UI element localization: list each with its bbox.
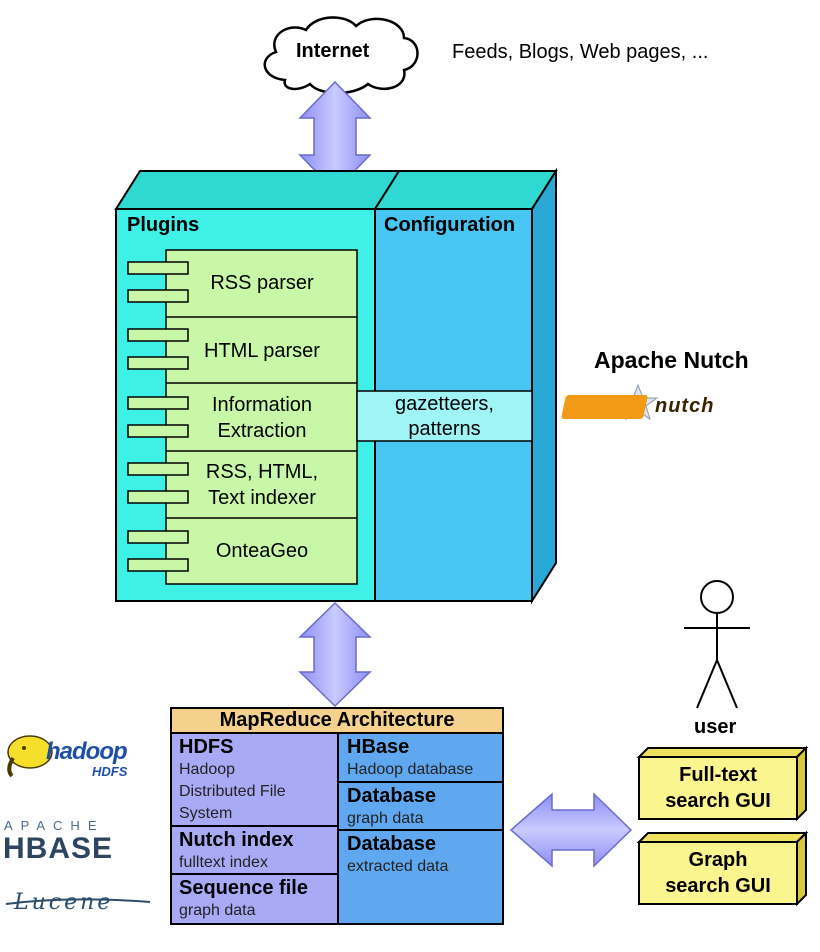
fulltext-search-gui[interactable]: Full-text search GUI xyxy=(665,764,771,812)
config-item-label: gazetteers, patterns xyxy=(395,393,494,440)
configuration-header: Configuration xyxy=(384,214,516,236)
plugins-header: Plugins xyxy=(127,214,200,236)
mr-cell-database-graph: Database graph data xyxy=(347,785,436,827)
user-label: user xyxy=(694,716,737,738)
plugin-rss-parser: RSS parser xyxy=(210,272,314,294)
plugin-information-extraction: Information Extraction xyxy=(211,394,313,442)
graph-search-gui[interactable]: Graph search GUI xyxy=(665,849,771,897)
nutch-logo-text: nutch xyxy=(655,395,715,417)
mr-cell-nutch-index: Nutch index fulltext index xyxy=(179,829,294,871)
mr-cell-hbase: HBase Hadoop database xyxy=(347,736,474,778)
mapreduce-gui-arrow xyxy=(509,792,633,868)
hadoop-logo-sub: HDFS xyxy=(92,764,128,779)
hbase-logo-main: HBASE xyxy=(3,832,114,865)
gui-boxes xyxy=(636,745,809,907)
mr-cell-sequence-file: Sequence file graph data xyxy=(179,877,308,919)
hadoop-elephant-icon xyxy=(7,735,53,778)
hadoop-logo-text: hadoop xyxy=(46,738,128,765)
config-item-box xyxy=(356,390,533,442)
mr-cell-database-extracted: Database extracted data xyxy=(347,833,449,875)
plugin-stack xyxy=(127,249,358,585)
lucene-logo-text: Lucene xyxy=(14,890,114,915)
mapreduce-title: MapReduce Architecture xyxy=(219,709,455,731)
hbase-logo-top: APACHE xyxy=(4,818,105,833)
plugin-onteageo: OnteaGeo xyxy=(215,540,309,562)
internet-label: Internet xyxy=(296,40,370,62)
nutch-mapreduce-arrow xyxy=(298,601,372,708)
plugin-html-parser: HTML parser xyxy=(204,340,320,362)
apache-nutch-title: Apache Nutch xyxy=(594,347,749,373)
mr-cell-hdfs: HDFS Hadoop Distributed File System xyxy=(179,736,286,822)
mapreduce-box xyxy=(170,707,504,925)
lucene-swoosh-icon xyxy=(5,898,151,905)
sources-label: Feeds, Blogs, Web pages, ... xyxy=(452,41,709,63)
nutch-logo-bar xyxy=(561,395,648,419)
user-figure xyxy=(684,580,750,709)
plugin-indexer: RSS, HTML, Text indexer xyxy=(205,461,319,509)
